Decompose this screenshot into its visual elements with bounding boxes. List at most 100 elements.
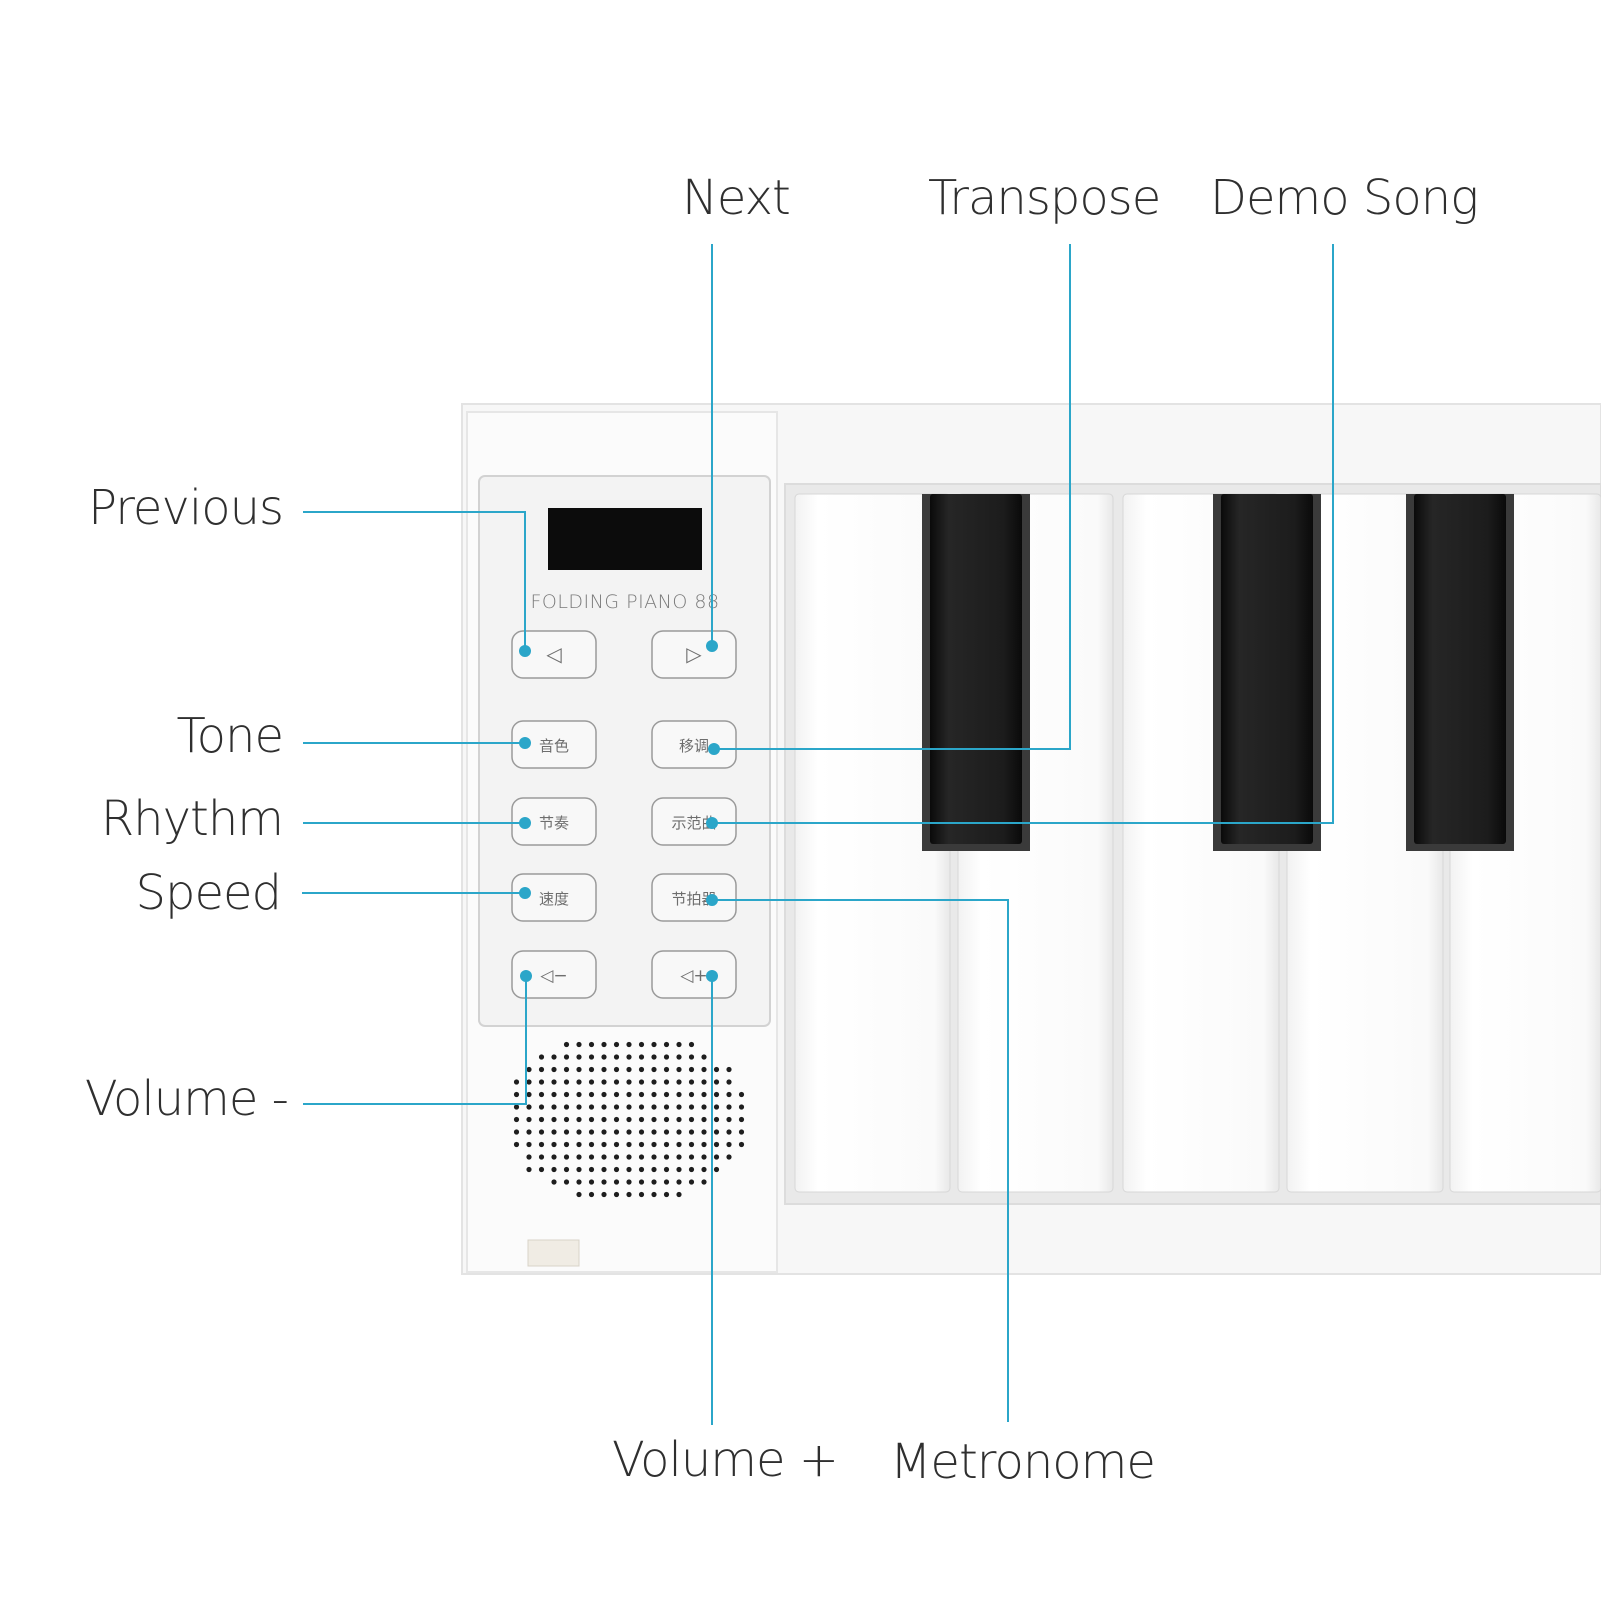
black-keys <box>922 494 1514 851</box>
speaker-hole <box>526 1066 532 1073</box>
leader-dot-volume-plus <box>706 970 718 982</box>
speaker-hole <box>663 1166 670 1173</box>
previous-button[interactable] <box>511 630 597 679</box>
speaker-hole <box>613 1079 620 1085</box>
speaker-hole <box>663 1066 670 1073</box>
speaker-hole <box>563 1104 570 1110</box>
speaker-hole <box>588 1104 595 1110</box>
speaker-hole <box>526 1154 532 1160</box>
speaker-hole <box>626 1104 632 1110</box>
speaker-hole <box>588 1166 595 1173</box>
speaker-hole <box>613 1104 620 1110</box>
volume-minus-button[interactable] <box>511 950 597 999</box>
speaker-hole <box>601 1154 607 1160</box>
speaker-hole <box>626 1129 632 1135</box>
speaker-hole <box>563 1041 570 1048</box>
speaker-hole <box>701 1104 707 1110</box>
leader-dot-tone <box>519 737 531 749</box>
speaker-hole <box>676 1041 682 1048</box>
speaker-hole <box>563 1091 570 1098</box>
speaker-hole <box>526 1129 532 1135</box>
speaker-hole <box>638 1129 645 1135</box>
metronome-button[interactable] <box>651 873 737 922</box>
speaker-hole <box>726 1091 732 1098</box>
speaker-hole <box>576 1079 582 1085</box>
speaker-hole <box>601 1091 607 1098</box>
speaker-hole <box>551 1116 557 1123</box>
rhythm-button-label: 节奏 <box>539 814 569 832</box>
speaker-hole <box>513 1104 520 1110</box>
leader-dot-rhythm <box>519 817 531 829</box>
speaker-hole <box>563 1154 570 1160</box>
speaker-hole <box>651 1191 657 1198</box>
speaker-hole <box>526 1116 532 1123</box>
speaker-hole <box>563 1141 570 1148</box>
speaker-hole <box>638 1191 645 1198</box>
speaker-hole <box>676 1116 682 1123</box>
speaker-hole <box>713 1129 720 1135</box>
speaker-hole <box>638 1104 645 1110</box>
black-key <box>930 494 1022 844</box>
demo-song-button-label: 示范曲 <box>671 814 716 832</box>
demo-song-button[interactable] <box>651 797 737 846</box>
speaker-hole <box>576 1129 582 1135</box>
speaker-hole <box>551 1079 557 1085</box>
speaker-hole <box>688 1116 695 1123</box>
speaker-hole <box>726 1079 732 1085</box>
speaker-hole <box>576 1179 582 1185</box>
speaker-hole <box>538 1104 545 1110</box>
leader-dot-demo-song <box>706 817 718 829</box>
speaker-hole <box>526 1141 532 1148</box>
speaker-hole <box>676 1066 682 1073</box>
speaker-hole <box>513 1141 520 1148</box>
leader-line-demo-song <box>712 244 1334 824</box>
speaker-hole <box>513 1091 520 1098</box>
speaker-hole <box>588 1116 595 1123</box>
speaker-hole <box>576 1191 582 1198</box>
speaker-hole <box>626 1179 632 1185</box>
led-display <box>548 508 702 570</box>
previous-glyph: ◁ <box>545 642 562 666</box>
speaker-hole <box>638 1079 645 1085</box>
speaker-hole <box>588 1154 595 1160</box>
speaker-hole <box>588 1179 595 1185</box>
speaker-hole <box>688 1041 695 1048</box>
speaker-hole <box>626 1054 632 1060</box>
leader-dot-transpose <box>708 743 720 755</box>
label-volume-minus: Volume - <box>84 1071 289 1127</box>
speaker-hole <box>576 1154 582 1160</box>
brand-label: FOLDING PIANO 88 <box>530 591 719 613</box>
speaker-hole <box>688 1141 695 1148</box>
speaker-hole <box>726 1141 732 1148</box>
speaker-hole <box>688 1154 695 1160</box>
leader-dot-previous <box>519 645 531 657</box>
speaker-hole <box>613 1066 620 1073</box>
leader-dot-volume-minus <box>520 970 532 982</box>
speaker-hole <box>688 1054 695 1060</box>
speaker-hole <box>588 1191 595 1198</box>
leader-lines <box>302 244 1334 1425</box>
transpose-button[interactable] <box>651 720 737 769</box>
speaker-hole <box>588 1054 595 1060</box>
speaker-hole <box>701 1054 707 1060</box>
speaker-hole <box>551 1091 557 1098</box>
speaker-hole <box>676 1129 682 1135</box>
rhythm-button[interactable] <box>511 797 597 846</box>
speaker-hole <box>701 1129 707 1135</box>
speaker-hole <box>588 1079 595 1085</box>
tone-button[interactable] <box>511 720 597 769</box>
speaker-hole <box>651 1179 657 1185</box>
speaker-hole <box>588 1066 595 1073</box>
speed-button[interactable] <box>511 873 597 922</box>
speaker-hole <box>701 1179 707 1185</box>
speaker-hole <box>551 1141 557 1148</box>
speaker-hole <box>676 1054 682 1060</box>
speaker-hole <box>626 1166 632 1173</box>
speaker-grill <box>513 1041 745 1198</box>
speaker-hole <box>713 1079 720 1085</box>
speaker-hole <box>663 1079 670 1085</box>
volume-plus-button[interactable] <box>651 950 737 999</box>
speaker-hole <box>538 1091 545 1098</box>
speaker-hole <box>613 1191 620 1198</box>
